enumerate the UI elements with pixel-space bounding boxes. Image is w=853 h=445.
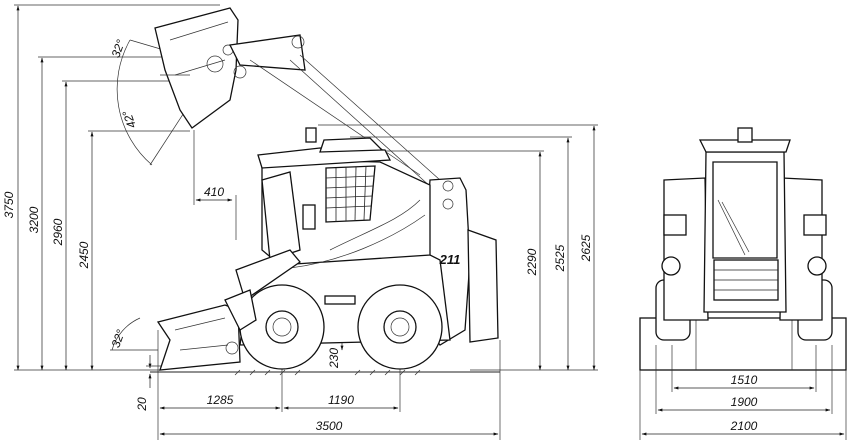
dim-1190: 1190 xyxy=(328,393,354,407)
length-dimensions xyxy=(146,130,501,440)
dim-410: 410 xyxy=(204,185,224,199)
rear-wheel xyxy=(357,284,443,370)
dim-2450: 2450 xyxy=(77,241,91,269)
dim-230: 230 xyxy=(327,348,341,369)
lowered-bucket xyxy=(156,289,257,371)
angle-32-top: 32° xyxy=(109,38,128,60)
dim-2960: 2960 xyxy=(51,218,65,246)
front-wheel xyxy=(239,284,325,370)
dim-3500: 3500 xyxy=(316,419,343,433)
angle-32-bottom: 32° xyxy=(109,328,128,350)
dim-3750: 3750 xyxy=(2,191,16,218)
dim-2290: 2290 xyxy=(525,248,539,276)
raised-boom-arm xyxy=(229,34,441,189)
height-dimensions-left xyxy=(14,4,220,371)
dim-1510: 1510 xyxy=(731,373,758,387)
dim-1900: 1900 xyxy=(731,395,758,409)
dim-2100: 2100 xyxy=(730,419,758,433)
dim-2625: 2625 xyxy=(579,234,593,262)
height-dimensions-right xyxy=(318,124,598,371)
model-label: 211 xyxy=(439,252,461,267)
dim-2525: 2525 xyxy=(553,244,567,272)
front-view xyxy=(639,127,847,440)
dim-1285: 1285 xyxy=(207,393,234,407)
angle-42: 42° xyxy=(119,108,138,130)
dim-20: 20 xyxy=(135,397,149,412)
raised-bucket xyxy=(154,7,247,129)
dim-3200: 3200 xyxy=(27,206,41,233)
ground-line xyxy=(150,369,500,376)
side-view xyxy=(14,4,598,440)
